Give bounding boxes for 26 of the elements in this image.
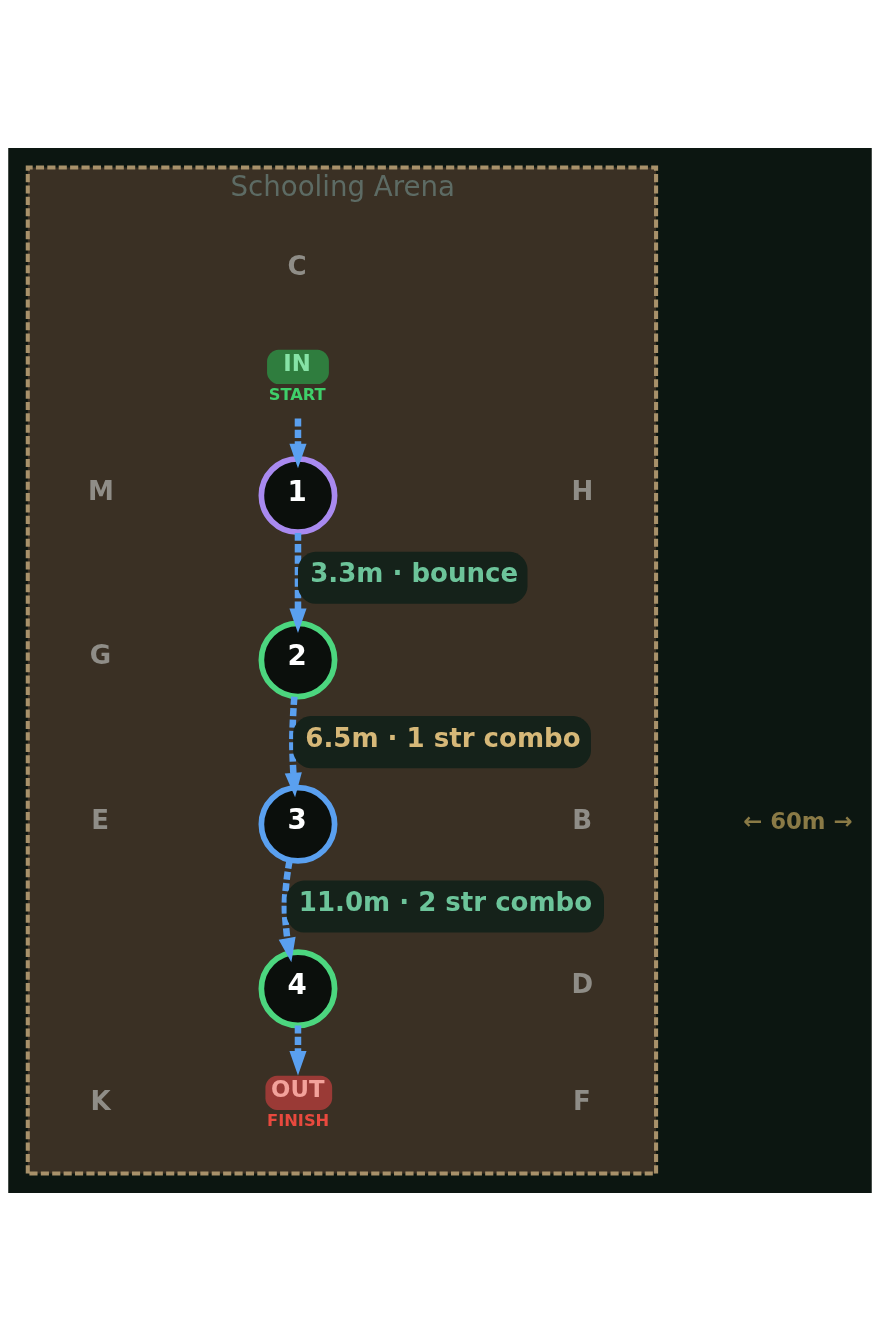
arrow [284,695,302,797]
label: H [571,475,594,506]
node-box: IN [267,349,329,384]
arrow [289,532,307,633]
arrow [289,417,307,468]
label: K [90,1085,111,1116]
label: C [287,250,307,281]
node-label: FINISH [267,1110,330,1130]
edge-label: 3.3m · bounce [310,557,519,588]
label: D [571,968,594,999]
label: G [89,639,112,670]
edge-label: 6.5m · 1 str combo [305,722,581,753]
arrow [278,859,296,962]
label: B [572,804,593,835]
label: ← 60m → [743,807,853,834]
edge-label: 11.0m · 2 str combo [298,886,593,917]
node-circle: 4 [258,948,338,1028]
label: E [91,804,110,835]
node-circle: 1 [258,455,338,535]
node-circle: 2 [258,619,338,699]
node-label: START [268,384,326,404]
arrow [289,1025,307,1075]
label: F [573,1085,591,1116]
node-circle: 3 [258,784,338,864]
node-box: OUT [265,1075,333,1110]
label: M [88,475,114,506]
